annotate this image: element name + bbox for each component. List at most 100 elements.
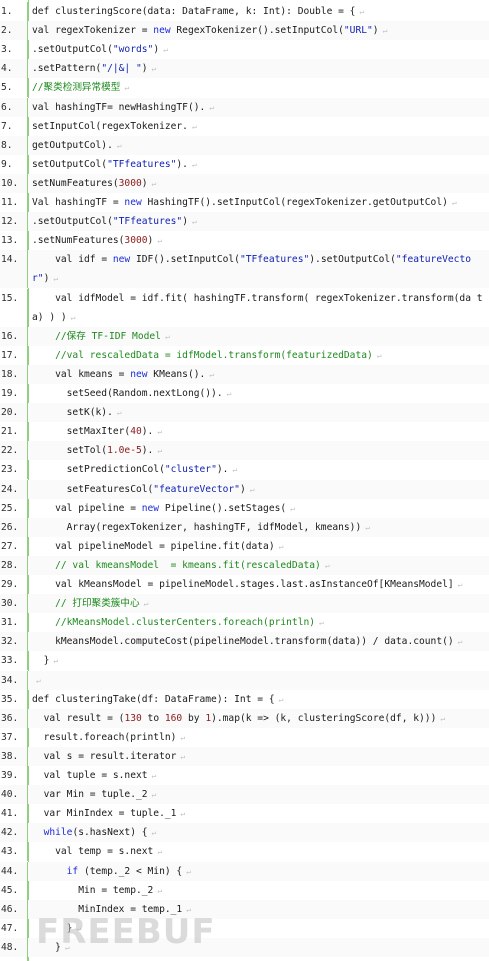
code-line: 5.//聚类检测异常模型↵: [0, 78, 489, 98]
line-number: 47.: [0, 918, 28, 938]
code-token: ).map(k => (k, clusteringScore(df, k))): [211, 712, 437, 724]
code-line: 22. setTol(1.0e-5).↵: [0, 441, 489, 461]
code-token: .setOutputCol(: [32, 216, 113, 228]
code-line: 46. MinIndex = temp._1↵: [0, 899, 489, 919]
code-text: setSeed(Random.nextLong()).↵: [28, 384, 489, 403]
code-token: to: [141, 712, 165, 724]
code-token: ): [182, 216, 188, 228]
line-break-marker: ↵: [164, 331, 170, 341]
code-token: ): [141, 177, 148, 189]
watermark-logo: FREEBUF: [36, 912, 216, 952]
line-number: 10.: [0, 173, 28, 193]
code-text: return MinIndex↵: [28, 957, 489, 961]
line-break-marker: ↵: [186, 904, 192, 914]
line-break-marker: ↵: [157, 847, 163, 857]
code-text: Val hashingTF = new HashingTF().setInput…: [28, 193, 489, 212]
code-text: def clusteringScore(data: DataFrame, k: …: [28, 2, 489, 21]
code-line: 2.val regexTokenizer = new RegexTokenize…: [0, 21, 489, 41]
code-token: ): [43, 273, 50, 285]
code-text: Min = temp._2↵: [28, 881, 489, 900]
line-break-marker: ↵: [186, 866, 192, 876]
code-token: kMeansModel.computeCost(pipelineModel.tr…: [32, 636, 454, 648]
line-break-marker: ↵: [376, 350, 382, 360]
code-token: //保存 TF-IDF Model: [32, 330, 161, 342]
line-number: 1.: [0, 2, 28, 22]
code-line: 6.val hashingTF= newHashingTF().↵: [0, 97, 489, 117]
code-text: def clusteringTake(df: DataFrame): Int =…: [28, 690, 489, 709]
code-text: val pipeline = new Pipeline().setStages(…: [28, 499, 489, 518]
code-token: "URL": [343, 25, 373, 37]
code-token: [32, 866, 67, 877]
code-token: setNumFeatures(: [32, 177, 119, 189]
line-break-marker: ↵: [76, 923, 82, 933]
code-token: by: [182, 712, 206, 724]
code-token: ): [239, 483, 246, 495]
code-token: // val kmeansModel = kmeans.fit(rescaled…: [32, 559, 321, 571]
code-token: (s.hasNext) {: [72, 827, 148, 839]
code-token: val pipeline =: [32, 502, 142, 514]
line-number: 44.: [0, 861, 28, 881]
line-break-marker: ↵: [191, 217, 197, 227]
line-break-marker: ↵: [151, 828, 157, 838]
code-text: var MinIndex = tuple._1↵: [28, 804, 489, 823]
line-number: 24.: [0, 479, 28, 499]
code-token: ).: [176, 158, 188, 170]
line-number: 42.: [0, 823, 28, 843]
line-number: 48.: [0, 937, 28, 957]
line-number: 12.: [0, 212, 28, 232]
line-number: 11.: [0, 193, 28, 213]
code-token: ).: [141, 426, 154, 438]
code-line: 24. setFeaturesCol("featureVector")↵: [0, 479, 489, 499]
code-token: Val hashingTF =: [32, 197, 125, 208]
code-token: .setOutputCol(: [32, 44, 113, 56]
line-number: 45.: [0, 880, 28, 900]
line-break-marker: ↵: [365, 522, 371, 532]
code-text: setMaxIter(40).↵: [28, 422, 489, 441]
code-line: 7.setInputCol(regexTokenizer.↵: [0, 116, 489, 136]
line-break-marker: ↵: [324, 560, 330, 570]
code-token: new: [153, 25, 171, 37]
code-line: 48. }↵: [0, 937, 489, 957]
code-line: 19. setSeed(Random.nextLong()).↵: [0, 384, 489, 404]
code-text: val temp = s.next↵: [28, 842, 489, 861]
code-token: if: [66, 865, 79, 877]
code-token: var Min = tuple._2: [32, 789, 148, 801]
code-text: val idfModel = idf.fit( hashingTF.transf…: [28, 289, 489, 327]
code-text: getOutputCol).↵: [28, 136, 489, 155]
code-line: 9.setOutputCol("TFfeatures").↵: [0, 154, 489, 174]
code-text: }↵: [28, 919, 489, 938]
line-number: 26.: [0, 517, 28, 537]
code-token: //聚类检测异常模型: [32, 82, 121, 94]
code-text: //聚类检测异常模型↵: [28, 78, 489, 97]
line-number: 2.: [0, 21, 28, 41]
code-text: val hashingTF= newHashingTF().↵: [28, 98, 489, 117]
code-line: 1.def clusteringScore(data: DataFrame, k…: [0, 2, 489, 22]
line-break-marker: ↵: [151, 64, 157, 74]
code-token: "TFfeatures": [112, 216, 183, 228]
line-break-marker: ↵: [157, 236, 163, 246]
code-line: 34.↵: [0, 670, 489, 690]
line-number: 5.: [0, 78, 28, 98]
code-token: 130: [124, 712, 142, 724]
line-number: 37.: [0, 727, 28, 747]
line-break-marker: ↵: [151, 771, 157, 780]
line-break-marker: ↵: [209, 369, 215, 379]
code-line: 43. val temp = s.next↵: [0, 842, 489, 862]
code-line: 20. setK(k).↵: [0, 403, 489, 423]
line-number: 35.: [0, 689, 28, 709]
code-line: 44. if (temp._2 < Min) {↵: [0, 861, 489, 881]
code-text: val kmeans = new KMeans().↵: [28, 365, 489, 384]
code-line: 26. Array(regexTokenizer, hashingTF, idf…: [0, 517, 489, 537]
code-text: // val kmeansModel = kmeans.fit(rescaled…: [28, 556, 489, 575]
code-token: ): [153, 44, 160, 56]
line-break-marker: ↵: [232, 465, 238, 475]
code-token: .setPattern(: [32, 63, 102, 75]
code-text: val result = (130 to 160 by 1).map(k => …: [28, 709, 489, 728]
code-token: 3000: [118, 177, 142, 189]
code-token: // 打印聚类簇中心: [32, 598, 140, 610]
code-token: getOutputCol).: [32, 139, 113, 151]
line-number: 29.: [0, 575, 28, 595]
line-break-marker: ↵: [163, 45, 168, 55]
line-break-marker: ↵: [209, 102, 215, 112]
